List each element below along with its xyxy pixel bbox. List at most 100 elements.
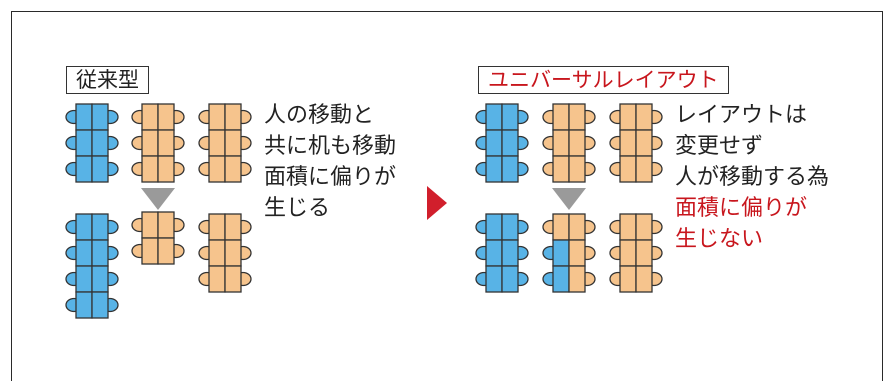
triangle-down-icon xyxy=(552,188,586,210)
desk-group-orange-top-fixed xyxy=(542,103,596,183)
universal-emphasis-line-1: 面積に偏りが xyxy=(675,196,808,221)
desk-group-orange-right-top xyxy=(609,103,663,183)
desk xyxy=(208,103,226,131)
diagram-frame xyxy=(11,11,883,381)
desk xyxy=(91,155,109,183)
desk xyxy=(485,155,503,183)
desk xyxy=(224,265,242,293)
desk xyxy=(208,129,226,157)
desk xyxy=(485,239,503,267)
desk xyxy=(224,103,242,131)
desk xyxy=(208,213,226,241)
desk xyxy=(157,237,175,265)
universal-description: レイアウトは 変更せず 人が移動する為 面積に偏りが 生じない xyxy=(675,100,829,255)
desk-group-blue-top xyxy=(65,103,119,183)
universal-line-3: 人が移動する為 xyxy=(675,165,830,190)
desk xyxy=(485,129,503,157)
universal-line-1: レイアウトは xyxy=(675,103,808,128)
desk xyxy=(552,265,570,293)
desk xyxy=(91,265,109,293)
conventional-line-1: 人の移動と xyxy=(264,103,375,128)
desk xyxy=(635,213,653,241)
desk xyxy=(619,103,637,131)
desk xyxy=(157,211,175,239)
desk xyxy=(485,213,503,241)
universal-line-2: 変更せず xyxy=(675,134,764,159)
layout-diagram xyxy=(65,103,663,319)
desk xyxy=(141,237,159,265)
desk xyxy=(568,239,586,267)
desk xyxy=(552,213,570,241)
desk xyxy=(75,103,93,131)
desk xyxy=(552,155,570,183)
conventional-line-4: 生じる xyxy=(264,196,331,221)
desk-group-orange-moving-top xyxy=(131,103,185,183)
desk xyxy=(75,265,93,293)
desk xyxy=(568,213,586,241)
desk xyxy=(568,155,586,183)
desk xyxy=(208,155,226,183)
desk xyxy=(75,239,93,267)
universal-layout-label: ユニバーサルレイアウト xyxy=(478,66,729,94)
desk xyxy=(568,265,586,293)
desk xyxy=(568,129,586,157)
desk-group-blue-bottom xyxy=(65,213,119,319)
desk-group-orange-right-bottom xyxy=(609,213,663,293)
desk xyxy=(501,103,519,131)
desk xyxy=(224,155,242,183)
desk xyxy=(635,103,653,131)
desk xyxy=(75,213,93,241)
desk xyxy=(485,103,503,131)
desk xyxy=(501,265,519,293)
desk xyxy=(141,211,159,239)
desk-group-blue-bottom-fixed xyxy=(475,213,529,293)
desk xyxy=(224,213,242,241)
desk xyxy=(157,103,175,131)
desk xyxy=(141,155,159,183)
desk xyxy=(619,265,637,293)
desk xyxy=(635,155,653,183)
desk xyxy=(552,239,570,267)
desk xyxy=(75,155,93,183)
desk xyxy=(75,291,93,319)
desk xyxy=(635,129,653,157)
desk xyxy=(552,103,570,131)
desk xyxy=(91,103,109,131)
desk xyxy=(141,129,159,157)
desk xyxy=(635,265,653,293)
desk xyxy=(501,239,519,267)
desk xyxy=(619,239,637,267)
conventional-line-3: 面積に偏りが xyxy=(264,165,397,190)
conventional-description: 人の移動と 共に机も移動 面積に偏りが 生じる xyxy=(264,100,396,224)
desk xyxy=(91,129,109,157)
desk xyxy=(635,239,653,267)
desk xyxy=(485,265,503,293)
universal-emphasis-line-2: 生じない xyxy=(675,227,764,252)
desk xyxy=(157,129,175,157)
desk xyxy=(568,103,586,131)
desk xyxy=(619,213,637,241)
desk xyxy=(208,239,226,267)
desk xyxy=(501,129,519,157)
desk-group-orange-top xyxy=(198,103,252,183)
desk xyxy=(501,213,519,241)
desk-group-orange-bottom xyxy=(198,213,252,293)
desk xyxy=(552,129,570,157)
triangle-down-icon xyxy=(141,188,175,210)
desk xyxy=(501,155,519,183)
desk xyxy=(157,155,175,183)
desk xyxy=(224,129,242,157)
desk xyxy=(619,155,637,183)
desk xyxy=(91,213,109,241)
desk xyxy=(91,291,109,319)
desk-group-mixed-fixed xyxy=(542,213,596,293)
desk xyxy=(619,129,637,157)
desk xyxy=(91,239,109,267)
conventional-line-2: 共に机も移動 xyxy=(264,134,397,159)
desk xyxy=(208,265,226,293)
desk-group-orange-moving-bottom xyxy=(131,211,185,265)
desk xyxy=(224,239,242,267)
triangle-right-icon xyxy=(427,186,447,220)
desk xyxy=(75,129,93,157)
desk-group-blue-top-fixed xyxy=(475,103,529,183)
